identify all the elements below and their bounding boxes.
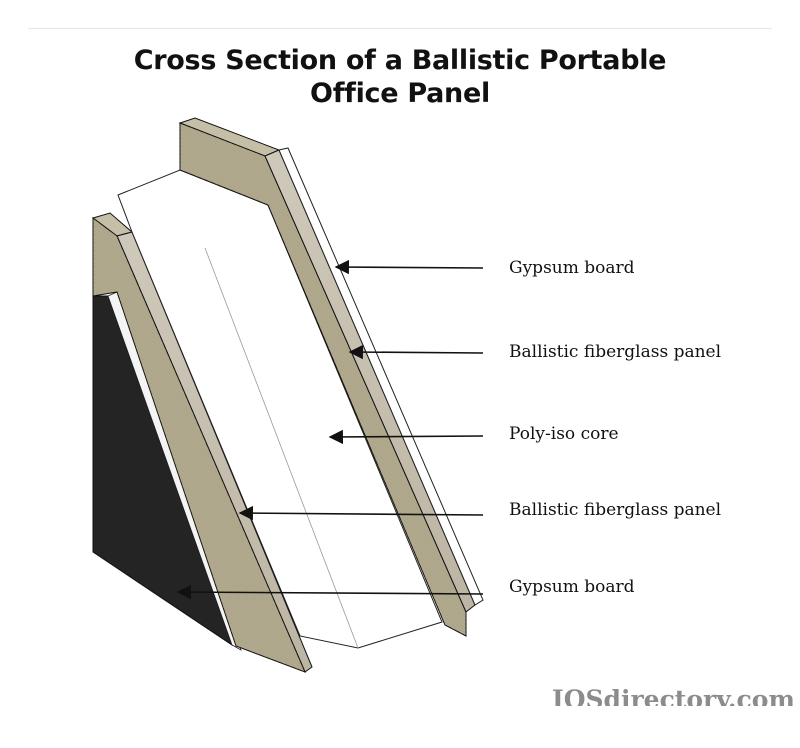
diagram-title: Cross Section of a Ballistic Portable Of… <box>0 44 800 110</box>
arrow-poly-iso-core <box>328 429 484 445</box>
label-fiberglass-panel-front: Ballistic fiberglass panel <box>509 342 722 362</box>
front-gypsum-board <box>278 147 484 606</box>
arrow-gypsum-back <box>176 584 484 600</box>
title-line-1: Cross Section of a Ballistic Portable <box>133 45 667 76</box>
arrow-fiberglass-front <box>348 344 484 360</box>
label-gypsum-board-back: Gypsum board <box>509 577 635 597</box>
top-divider <box>28 28 772 29</box>
label-gypsum-board-front: Gypsum board <box>509 258 635 278</box>
label-fiberglass-panel-back: Ballistic fiberglass panel <box>509 500 722 520</box>
arrow-fiberglass-back <box>238 505 484 521</box>
arrow-gypsum-front <box>334 259 484 275</box>
label-poly-iso-core: Poly-iso core <box>509 424 619 444</box>
title-line-2: Office Panel <box>310 78 490 109</box>
watermark-logo: IQSdirectory.com <box>552 686 795 706</box>
